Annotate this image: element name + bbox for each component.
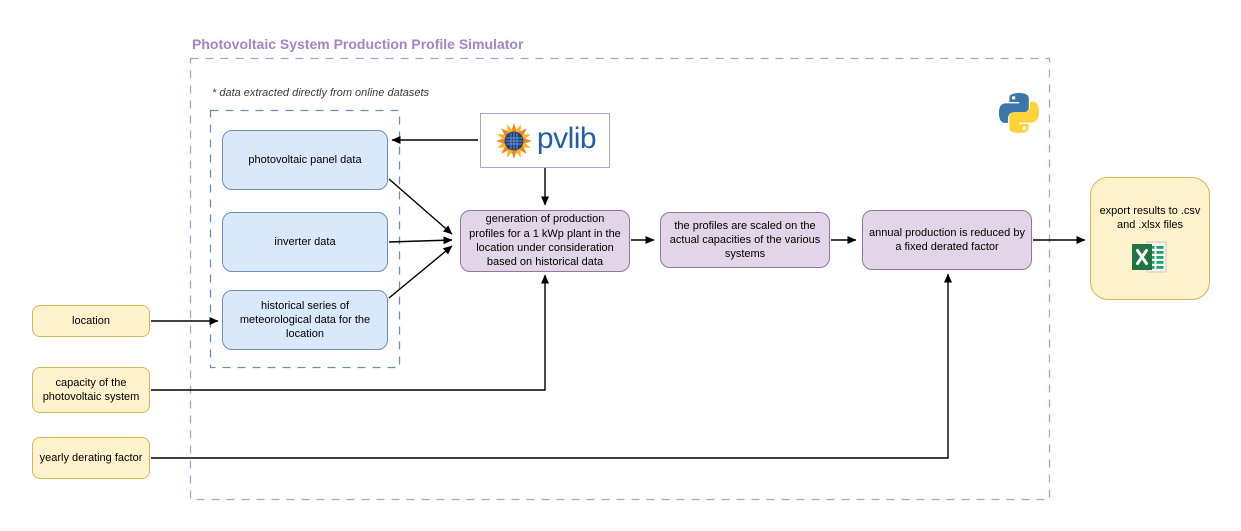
- node-label: historical series of meteorological data…: [239, 299, 371, 341]
- node-label: photovoltaic panel data: [248, 153, 362, 166]
- arrow-capacity-to-generation: [151, 274, 549, 391]
- diagram-title: Photovoltaic System Production Profile S…: [192, 36, 524, 52]
- node-input-location: location: [32, 305, 150, 337]
- node-label: location: [72, 314, 110, 327]
- node-generation-profiles: generation of production profiles for a …: [460, 210, 630, 272]
- node-label: export results to .csv and .xlsx files: [1099, 204, 1201, 231]
- node-scaling-profiles: the profiles are scaled on the actual ca…: [660, 212, 830, 268]
- arrow-inverter-data-to-generation: [388, 236, 453, 245]
- pvlib-sun-icon: [495, 122, 532, 159]
- python-icon: [999, 93, 1039, 133]
- node-label: capacity of the photovoltaic system: [42, 376, 140, 403]
- node-input-capacity: capacity of the photovoltaic system: [32, 367, 150, 413]
- node-inverter-data: inverter data: [222, 212, 388, 272]
- datasets-footnote: * data extracted directly from online da…: [212, 87, 430, 99]
- pvlib-logo-box: pvlib: [480, 113, 610, 168]
- arrow-weather-data-to-generation: [388, 245, 453, 299]
- node-export-results: export results to .csv and .xlsx files: [1090, 177, 1210, 300]
- arrow-derating-factor-to-derating: [151, 273, 952, 459]
- simulator-boundary-dashed-box: [189, 57, 1051, 501]
- node-input-derating-factor: yearly derating factor: [32, 437, 150, 479]
- node-meteorological-data: historical series of meteorological data…: [222, 290, 388, 350]
- node-label: generation of production profiles for a …: [469, 213, 621, 269]
- pvlib-wordmark: pvlib: [536, 122, 597, 155]
- node-label: the profiles are scaled on the actual ca…: [669, 219, 821, 261]
- arrow-panel-data-to-generation: [388, 178, 453, 235]
- node-label: inverter data: [274, 235, 336, 248]
- excel-icon: [1132, 241, 1167, 273]
- node-label: yearly derating factor: [39, 451, 143, 464]
- online-datasets-dashed-box: [209, 109, 401, 369]
- node-label: annual production is reduced by a fixed …: [869, 226, 1025, 253]
- node-annual-derating: annual production is reduced by a fixed …: [862, 210, 1032, 270]
- node-photovoltaic-panel-data: photovoltaic panel data: [222, 130, 388, 190]
